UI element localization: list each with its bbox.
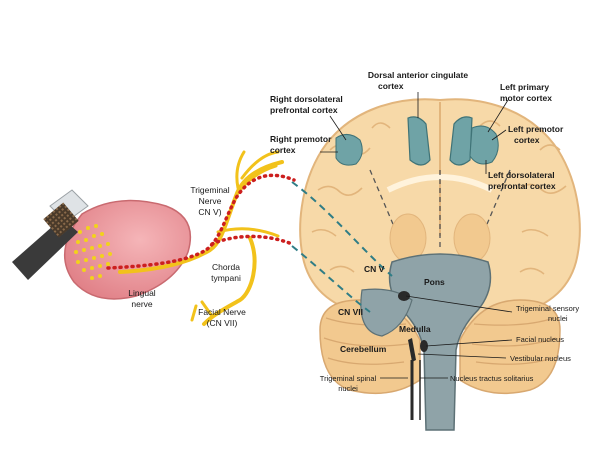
trig-spinal-label-1: Trigeminal spinal: [320, 374, 377, 383]
left-dlpfc-label-1: Left dorsolateral: [488, 170, 555, 180]
right-cortex-highlight: [336, 134, 362, 165]
left-primary-label-2: motor cortex: [500, 93, 552, 103]
cn7-label: CN VII: [338, 307, 363, 317]
left-premotor-label-1: Left premotor: [508, 124, 564, 134]
lingual-label-1: Lingual: [128, 288, 156, 298]
left-primary-label-1: Left primary: [500, 82, 549, 92]
cn5-label: CN V: [364, 264, 385, 274]
right-premotor-label-1: Right premotor: [270, 134, 332, 144]
vestibular-nucleus-label: Vestibular nucleus: [510, 354, 571, 363]
facial-nucleus-label: Facial nucleus: [516, 335, 564, 344]
left-cortex-highlight: [470, 126, 498, 164]
nts-label: Nucleus tractus solitarius: [450, 374, 534, 383]
pons-label: Pons: [424, 277, 445, 287]
trig-spinal-label-2: nuclei: [338, 384, 358, 393]
dorsal-acc-label-2: cortex: [378, 81, 404, 91]
right-dlpfc-label-2: prefrontal cortex: [270, 105, 338, 115]
dorsal-acc-label-1: Dorsal anterior cingulate: [368, 70, 468, 80]
tongue-icon: [65, 201, 191, 299]
facial-nerve-label-1: Facial Nerve: [198, 307, 246, 317]
chorda-label-1: Chorda: [212, 262, 240, 272]
right-dlpfc-label-1: Right dorsolateral: [270, 94, 343, 104]
trig-sensory-label-1: Trigeminal sensory: [516, 304, 579, 313]
medulla-label: Medulla: [399, 324, 431, 334]
trig-sensory-label-2: nuclei: [548, 314, 568, 323]
left-dlpfc-label-2: prefrontal cortex: [488, 181, 556, 191]
right-premotor-label-2: cortex: [270, 145, 296, 155]
trigeminal-label-1: Trigeminal: [190, 185, 229, 195]
trigeminal-label-2: Nerve: [199, 196, 222, 206]
trigeminal-label-3: CN V): [198, 207, 221, 217]
chorda-label-2: tympani: [211, 273, 241, 283]
lingual-label-2: nerve: [131, 299, 153, 309]
left-premotor-label-2: cortex: [514, 135, 540, 145]
facial-nerve-label-2: (CN VII): [207, 318, 238, 328]
cerebellum-label: Cerebellum: [340, 344, 387, 354]
